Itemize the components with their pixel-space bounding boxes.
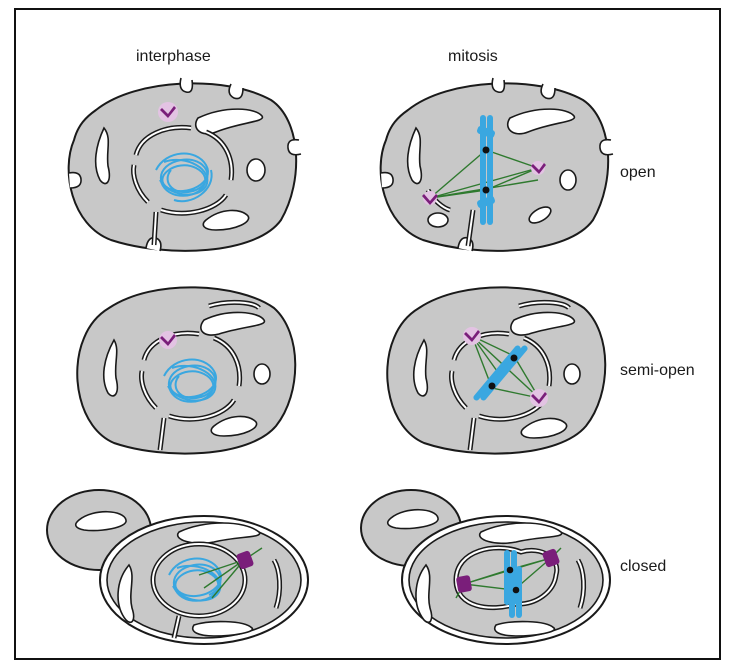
- cell-open-mitosis: [368, 70, 618, 260]
- centrosome-icon: [159, 331, 177, 349]
- figure-frame: interphase mitosis open semi-open closed: [14, 8, 721, 660]
- cell-semi-open-mitosis: [374, 278, 614, 463]
- row-label-closed: closed: [620, 558, 666, 576]
- row-label-open: open: [620, 164, 656, 182]
- cell-closed-mitosis: [356, 480, 616, 650]
- centrosome-icon: [158, 102, 178, 122]
- cell-closed-interphase: [44, 480, 314, 650]
- column-header-interphase: interphase: [136, 48, 211, 66]
- cell-semi-open-interphase: [64, 278, 304, 463]
- column-header-mitosis: mitosis: [448, 48, 498, 66]
- cell-open-interphase: [56, 70, 306, 260]
- row-label-semi-open: semi-open: [620, 362, 695, 380]
